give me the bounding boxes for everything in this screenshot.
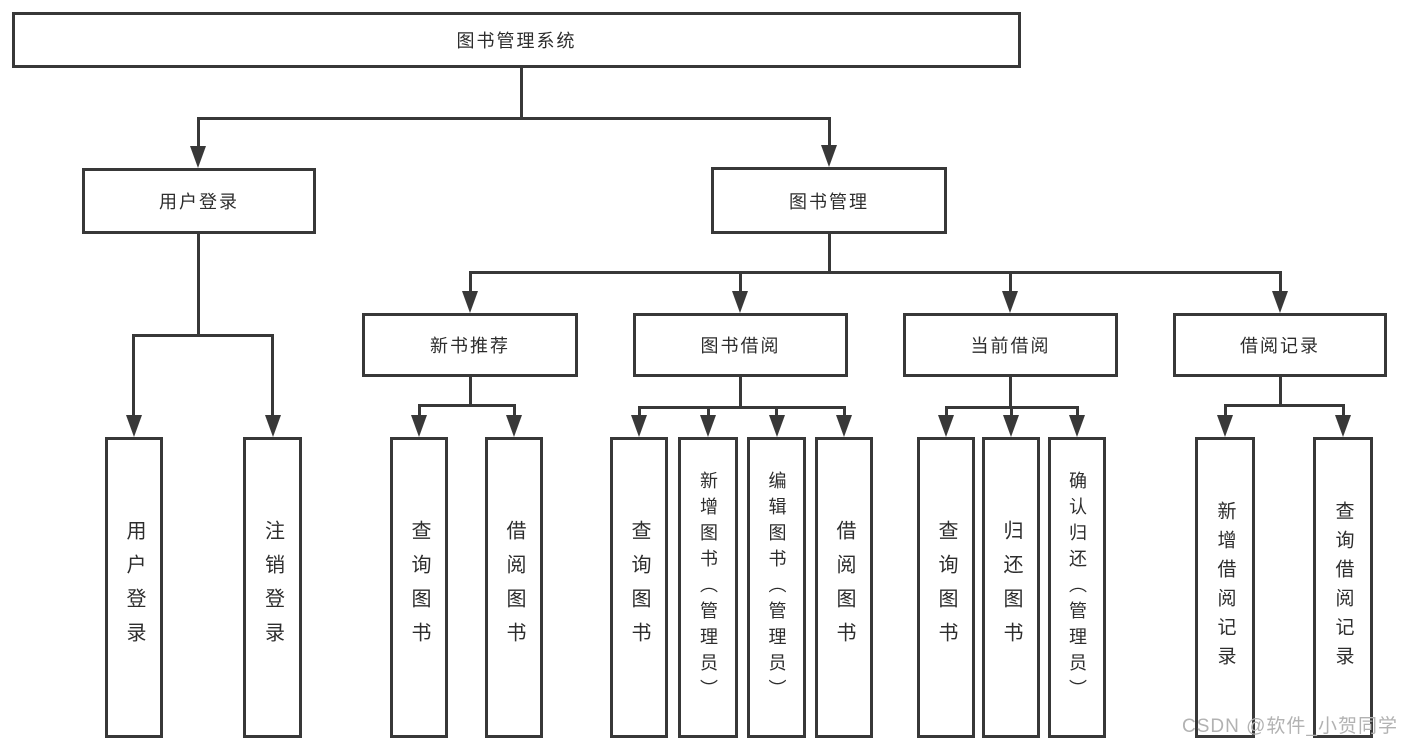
arrowhead-br-query xyxy=(1335,415,1351,437)
arrowhead-rec-borrow xyxy=(506,415,522,437)
leaf-logout: 注销登录 xyxy=(243,437,302,738)
leaf-br-query-record: 查询借阅记录 xyxy=(1313,437,1373,738)
arrowhead-bb-add xyxy=(700,415,716,437)
connector-br-trunk xyxy=(1278,377,1282,406)
connector-l1-right-leg xyxy=(827,118,831,147)
arrowhead-borrow-records xyxy=(1272,291,1288,313)
node-book-borrow: 图书借阅 xyxy=(633,313,848,377)
connector-br-leg-2 xyxy=(1341,405,1345,418)
arrowhead-cb-query xyxy=(938,415,954,437)
leaf-br-add-record: 新增借阅记录 xyxy=(1195,437,1255,738)
connector-root-trunk xyxy=(519,68,523,118)
leaf-bb-borrow-books: 借阅图书 xyxy=(815,437,873,738)
arrowhead-rec-query xyxy=(411,415,427,437)
connector-bb-trunk xyxy=(738,377,742,408)
leaf-rec-query-books-label: 查询图书 xyxy=(408,519,430,656)
connector-mgmt-leg-4 xyxy=(1278,272,1282,292)
leaf-cb-query-books: 查询图书 xyxy=(917,437,975,738)
node-borrow-records-label: 借阅记录 xyxy=(1240,336,1320,356)
arrowhead-new-book-rec xyxy=(462,291,478,313)
node-current-borrow-label: 当前借阅 xyxy=(970,336,1051,356)
connector-user-right-leg xyxy=(271,335,274,417)
leaf-bb-edit-books-admin: 编辑图书（管理员） xyxy=(747,437,806,738)
connector-rec-fork xyxy=(417,403,516,407)
connector-rec-leg-2 xyxy=(512,405,516,418)
arrowhead-current-borrow xyxy=(1002,291,1018,313)
leaf-bb-borrow-books-label: 借阅图书 xyxy=(833,519,855,656)
arrowhead-user-login xyxy=(190,146,206,168)
connector-bb-leg-1 xyxy=(637,407,641,418)
arrowhead-leaf-user-login xyxy=(125,415,142,437)
node-user-login: 用户登录 xyxy=(82,168,316,234)
leaf-bb-add-books-admin: 新增图书（管理员） xyxy=(678,437,738,738)
connector-br-fork xyxy=(1223,403,1345,407)
leaf-cb-return-books: 归还图书 xyxy=(982,437,1040,738)
node-root: 图书管理系统 xyxy=(12,12,1021,68)
arrowhead-bb-borrow xyxy=(836,415,852,437)
connector-user-trunk xyxy=(196,234,200,336)
connector-mgmt-leg-3 xyxy=(1008,272,1012,292)
connector-cb-leg-3 xyxy=(1075,407,1079,418)
node-book-mgmt: 图书管理 xyxy=(711,167,947,234)
leaf-bb-query-books: 查询图书 xyxy=(610,437,668,738)
connector-cb-trunk xyxy=(1008,377,1012,408)
node-borrow-records: 借阅记录 xyxy=(1173,313,1387,377)
connector-bb-leg-2 xyxy=(706,407,710,418)
connector-l1-horizontal xyxy=(196,116,831,120)
leaf-cb-confirm-return-admin-label: 确认归还（管理员） xyxy=(1067,470,1087,705)
leaf-rec-borrow-books-label: 借阅图书 xyxy=(503,519,525,656)
leaf-user-login-label: 用户登录 xyxy=(123,519,145,656)
leaf-cb-return-books-label: 归还图书 xyxy=(1000,519,1022,656)
connector-br-leg-1 xyxy=(1223,405,1227,418)
leaf-user-login: 用户登录 xyxy=(105,437,163,738)
arrowhead-book-borrow xyxy=(732,291,748,313)
node-root-label: 图书管理系统 xyxy=(456,31,577,51)
connector-mgmt-fork xyxy=(468,270,1282,274)
leaf-bb-query-books-label: 查询图书 xyxy=(628,519,650,656)
connector-bb-leg-3 xyxy=(775,407,778,418)
node-new-book-rec: 新书推荐 xyxy=(362,313,578,377)
connector-cb-leg-1 xyxy=(944,407,948,418)
leaf-logout-label: 注销登录 xyxy=(261,519,284,656)
node-current-borrow: 当前借阅 xyxy=(903,313,1118,377)
connector-rec-leg-1 xyxy=(417,405,421,418)
connector-rec-trunk xyxy=(468,377,472,406)
arrowhead-leaf-logout xyxy=(264,415,281,437)
connector-user-fork xyxy=(132,333,274,337)
connector-mgmt-leg-1 xyxy=(468,272,472,292)
arrowhead-book-mgmt xyxy=(821,145,837,167)
leaf-cb-confirm-return-admin: 确认归还（管理员） xyxy=(1048,437,1106,738)
node-book-borrow-label: 图书借阅 xyxy=(700,336,781,356)
leaf-rec-query-books: 查询图书 xyxy=(390,437,448,738)
leaf-br-query-record-label: 查询借阅记录 xyxy=(1332,500,1354,675)
csdn-watermark: CSDN @软件_小贺同学 xyxy=(1182,716,1398,737)
arrowhead-bb-query xyxy=(631,415,647,437)
connector-l1-left-leg xyxy=(196,118,200,148)
node-new-book-rec-label: 新书推荐 xyxy=(430,336,510,356)
arrowhead-br-add xyxy=(1217,415,1233,437)
node-book-mgmt-label: 图书管理 xyxy=(789,191,869,212)
leaf-rec-borrow-books: 借阅图书 xyxy=(485,437,543,738)
arrowhead-cb-return xyxy=(1003,415,1019,437)
leaf-bb-edit-books-admin-label: 编辑图书（管理员） xyxy=(766,470,787,705)
connector-bb-leg-4 xyxy=(842,407,846,418)
arrowhead-bb-edit xyxy=(768,415,785,437)
connector-cb-leg-2 xyxy=(1009,407,1013,418)
node-user-login-label: 用户登录 xyxy=(159,192,239,212)
leaf-bb-add-books-admin-label: 新增图书（管理员） xyxy=(698,470,718,705)
connector-mgmt-trunk xyxy=(827,234,831,274)
leaf-cb-query-books-label: 查询图书 xyxy=(935,519,957,656)
connector-bb-fork xyxy=(637,405,846,409)
arrowhead-cb-confirm xyxy=(1069,415,1085,437)
connector-user-left-leg xyxy=(132,335,135,417)
leaf-br-add-record-label: 新增借阅记录 xyxy=(1214,500,1236,675)
connector-mgmt-leg-2 xyxy=(738,272,742,292)
